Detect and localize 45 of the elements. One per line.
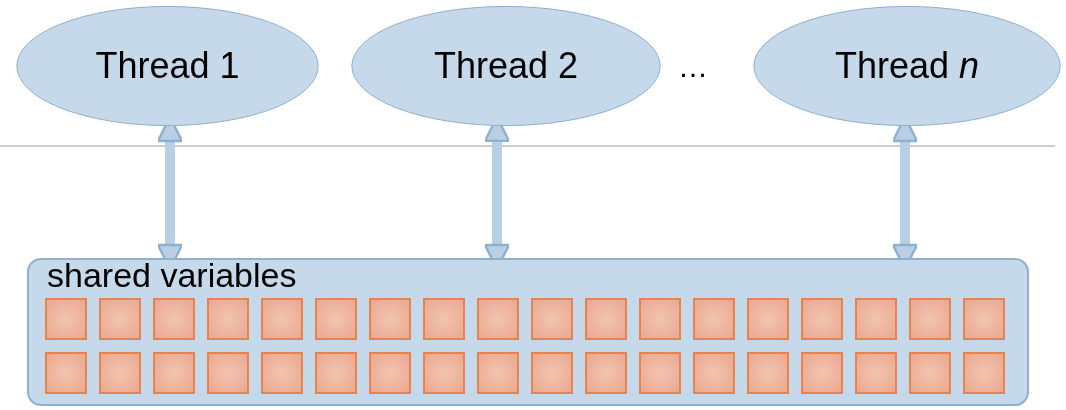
- variable-square: [693, 352, 735, 394]
- variable-square: [855, 352, 897, 394]
- variable-square: [261, 352, 303, 394]
- variable-square: [747, 352, 789, 394]
- variable-square: [207, 352, 249, 394]
- variable-square: [315, 298, 357, 340]
- variable-square: [45, 298, 87, 340]
- variable-square: [423, 352, 465, 394]
- thread-ellipse: [350, 5, 662, 127]
- variable-square: [639, 352, 681, 394]
- variable-square: [261, 298, 303, 340]
- thread-ellipse: [15, 5, 320, 127]
- variable-square: [855, 298, 897, 340]
- variable-square: [801, 352, 843, 394]
- variable-square: [963, 298, 1005, 340]
- variable-square: [801, 298, 843, 340]
- variable-square: [153, 298, 195, 340]
- variable-square: [909, 298, 951, 340]
- variable-square: [99, 298, 141, 340]
- thread-label: Thread 1: [95, 45, 240, 87]
- variable-square: [963, 352, 1005, 394]
- variable-square: [747, 298, 789, 340]
- variable-square: [207, 298, 249, 340]
- ellipsis-text: …: [678, 50, 708, 84]
- variable-square: [909, 352, 951, 394]
- variable-square: [531, 298, 573, 340]
- variable-square: [477, 352, 519, 394]
- variable-square: [369, 352, 411, 394]
- variable-square: [585, 298, 627, 340]
- thread-label: Thread 2: [433, 45, 579, 87]
- thread-ellipse: [752, 5, 1062, 127]
- variable-square: [315, 352, 357, 394]
- variable-square: [477, 298, 519, 340]
- thread-label: Thread n: [834, 45, 980, 87]
- variable-square: [693, 298, 735, 340]
- panel-title: shared variables: [47, 256, 297, 295]
- variable-square: [45, 352, 87, 394]
- variable-square: [585, 352, 627, 394]
- shared-memory-panel: [27, 258, 1029, 406]
- variable-square: [369, 298, 411, 340]
- variable-square: [153, 352, 195, 394]
- variable-square: [423, 298, 465, 340]
- variable-square: [639, 298, 681, 340]
- variable-square: [99, 352, 141, 394]
- variable-square: [531, 352, 573, 394]
